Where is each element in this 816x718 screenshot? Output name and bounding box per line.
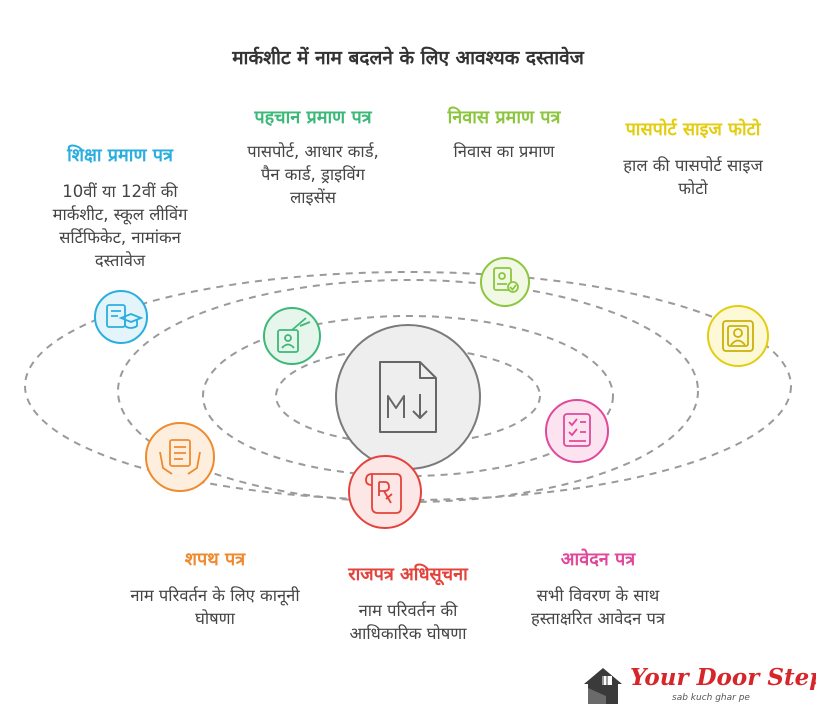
education-description: 10वीं या 12वीं की मार्कशीट, स्कूल लीविंग… — [52, 182, 188, 270]
graduation-certificate-icon — [106, 304, 144, 329]
photo-heading: पासपोर्ट साइज फोटो — [625, 119, 761, 140]
application-node — [545, 399, 609, 463]
gazette-description: नाम परिवर्तन की आधिकारिक घोषणा — [349, 601, 467, 643]
identity-heading: पहचान प्रमाण पत्र — [254, 107, 372, 128]
photo-block: पासपोर्ट साइज फोटो हाल की पासपोर्ट साइज … — [600, 118, 786, 200]
affidavit-node — [145, 422, 215, 492]
brand-logo: Your Door Step sab kuch ghar pe — [580, 660, 816, 710]
application-description: सभी विवरण के साथ हस्ताक्षरित आवेदन पत्र — [530, 586, 666, 628]
scroll-icon — [365, 473, 402, 514]
education-block: शिक्षा प्रमाण पत्र 10वीं या 12वीं की मार… — [20, 144, 220, 272]
center-node — [335, 324, 481, 470]
id-card-icon — [277, 317, 311, 353]
verified-document-icon — [493, 267, 519, 293]
checklist-form-icon — [563, 413, 591, 447]
markdown-file-icon — [379, 361, 437, 433]
page-title: मार्कशीट में नाम बदलने के लिए आवश्यक दस्… — [232, 47, 584, 69]
portrait-photo-icon — [722, 320, 754, 352]
identity-block: पहचान प्रमाण पत्र पासपोर्ट, आधार कार्ड, … — [215, 106, 411, 209]
residence-description: निवास का प्रमाण — [453, 142, 555, 161]
gazette-node — [348, 455, 422, 529]
education-node — [94, 290, 148, 344]
photo-node — [707, 305, 769, 367]
house-logo-icon — [584, 668, 622, 704]
photo-description: हाल की पासपोर्ट साइज फोटो — [623, 156, 763, 198]
affidavit-heading: शपथ पत्र — [184, 549, 246, 570]
identity-node — [263, 307, 321, 365]
residence-block: निवास प्रमाण पत्र निवास का प्रमाण — [404, 106, 604, 163]
logo-tagline: sab kuch ghar pe — [672, 693, 750, 703]
identity-description: पासपोर्ट, आधार कार्ड, पैन कार्ड, ड्राइवि… — [247, 142, 379, 207]
affidavit-block: शपथ पत्र नाम परिवर्तन के लिए कानूनी घोषण… — [115, 548, 315, 630]
education-heading: शिक्षा प्रमाण पत्र — [67, 145, 173, 166]
gazette-heading: राजपत्र अधिसूचना — [348, 564, 468, 585]
gazette-block: राजपत्र अधिसूचना नाम परिवर्तन की आधिकारि… — [310, 563, 506, 645]
affidavit-description: नाम परिवर्तन के लिए कानूनी घोषणा — [130, 586, 300, 628]
application-heading: आवेदन पत्र — [560, 549, 636, 570]
logo-wordmark: Your Door Step — [630, 664, 816, 691]
document-hands-icon — [159, 439, 201, 475]
residence-heading: निवास प्रमाण पत्र — [447, 107, 561, 128]
residence-node — [480, 257, 530, 307]
application-block: आवेदन पत्र सभी विवरण के साथ हस्ताक्षरित … — [500, 548, 696, 630]
